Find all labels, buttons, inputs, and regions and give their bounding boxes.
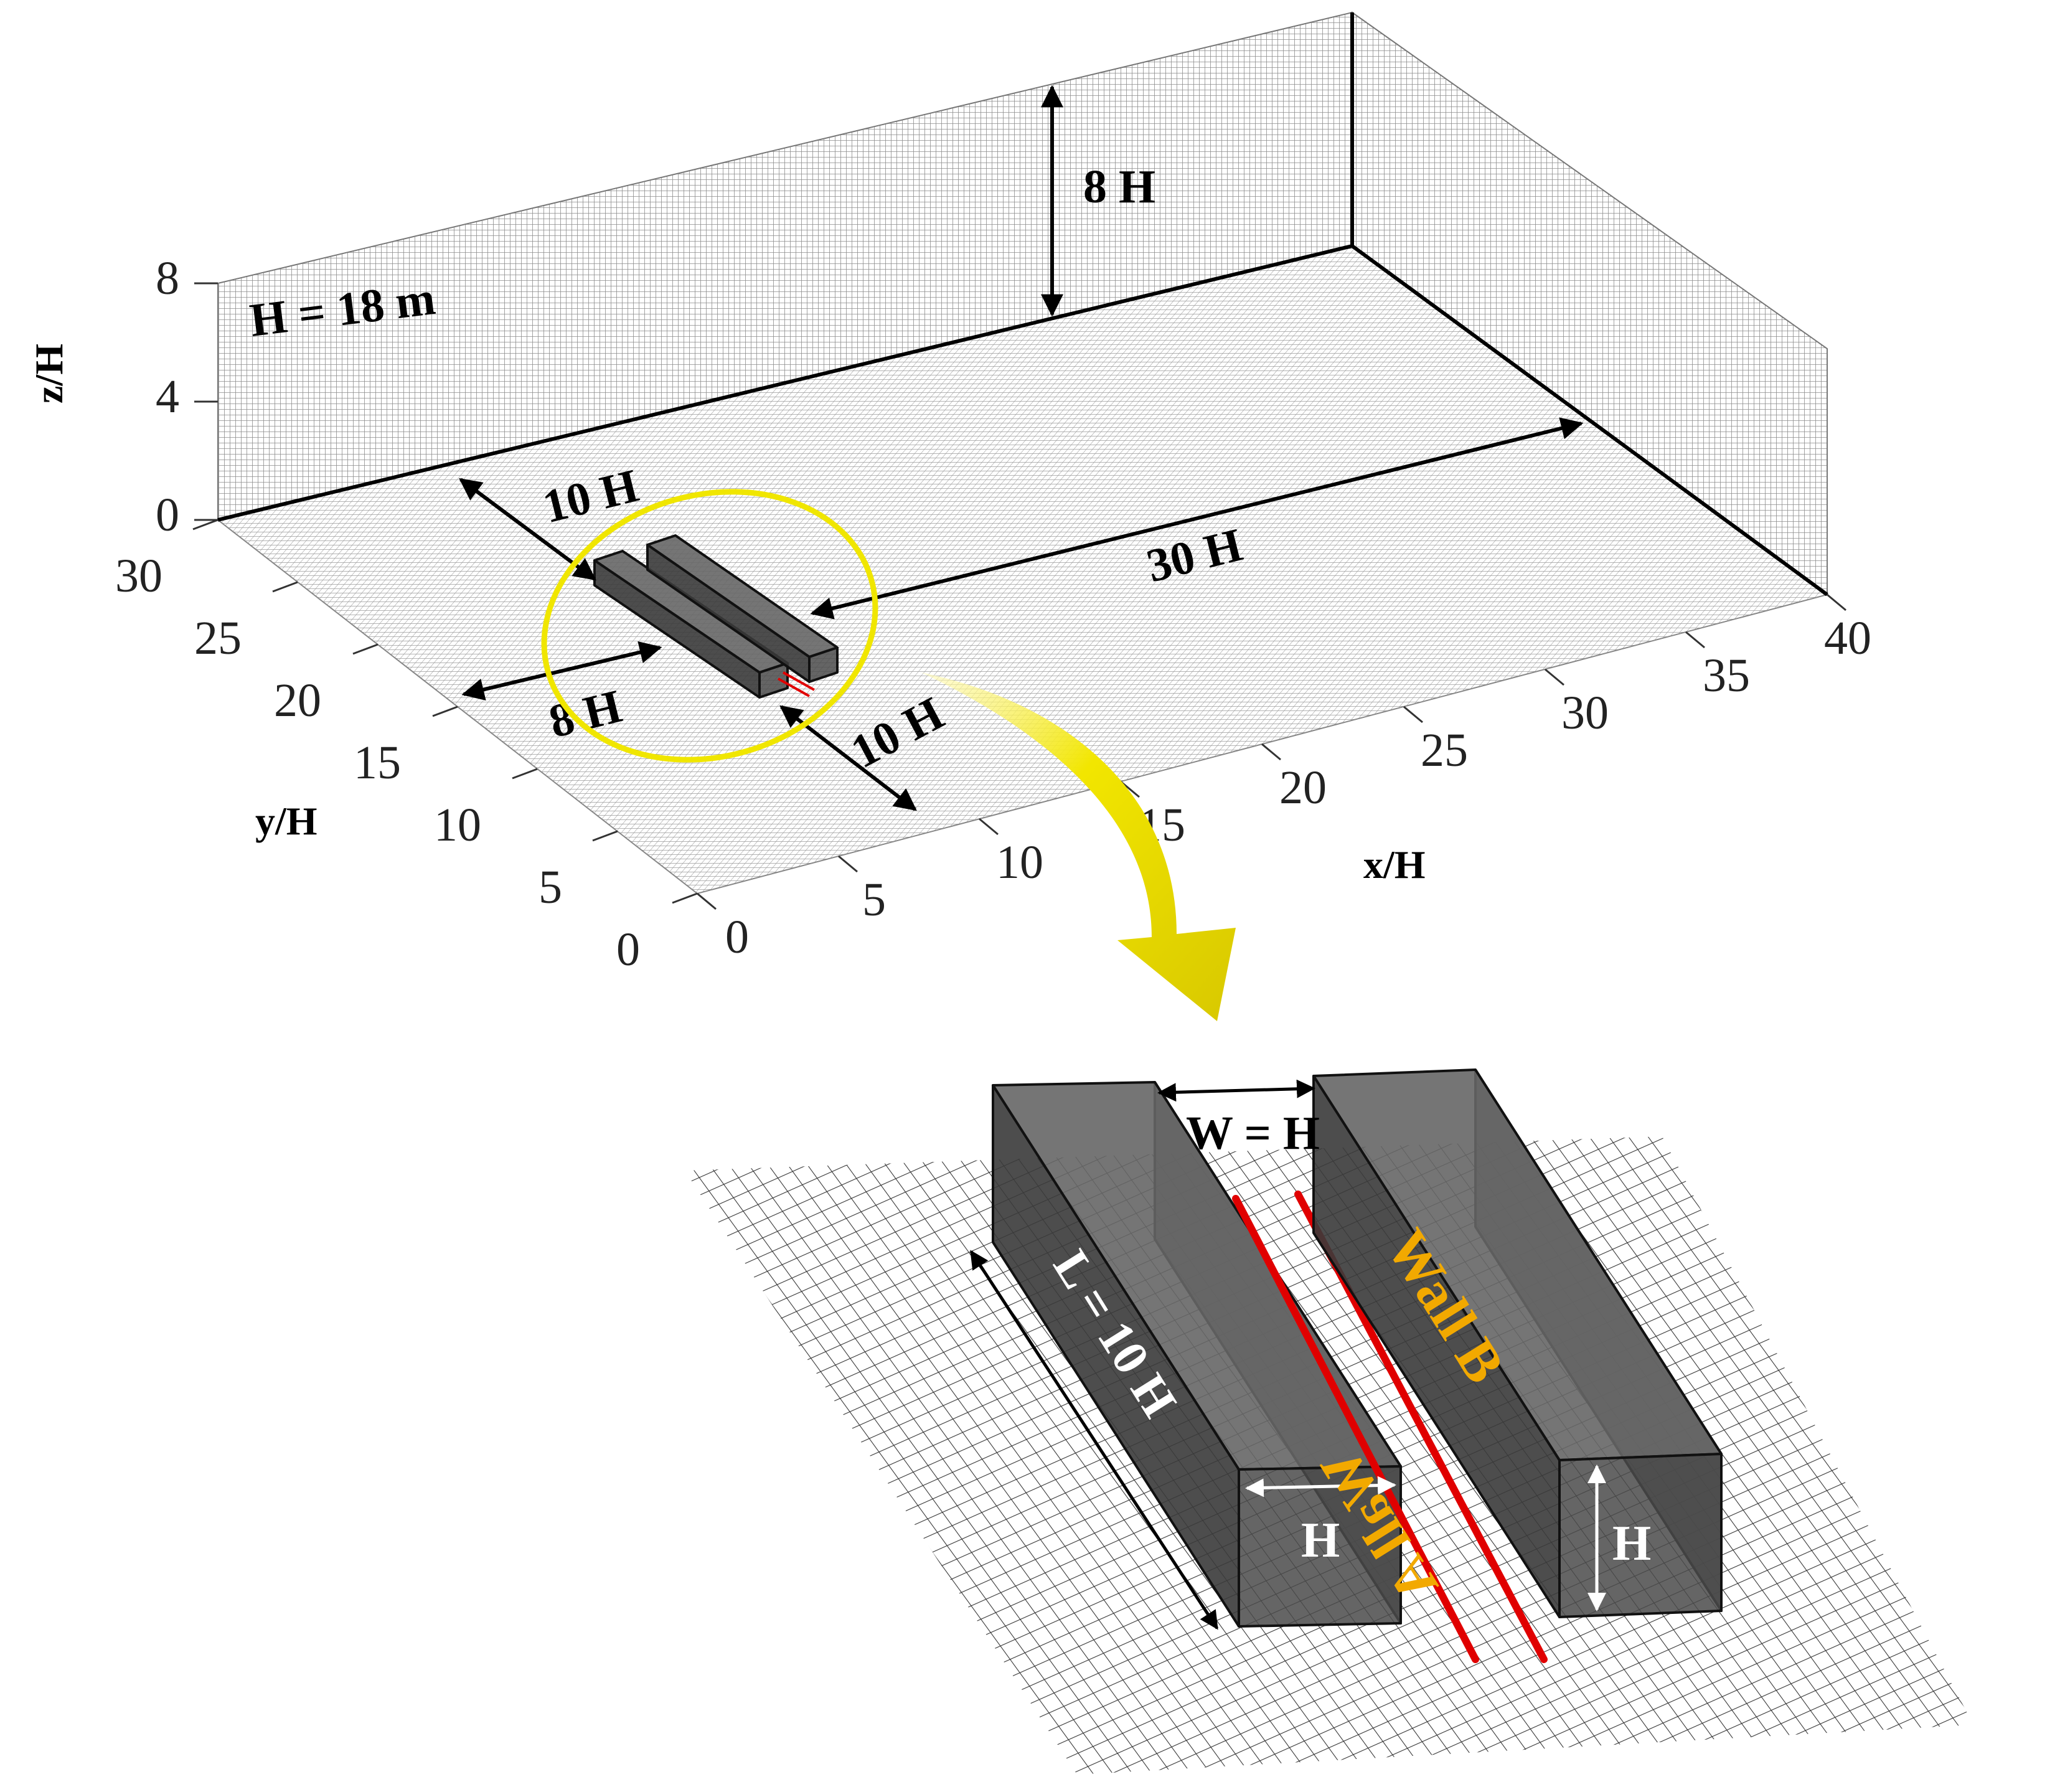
y-tick-30: 30 bbox=[115, 550, 162, 602]
y-tick-5: 5 bbox=[539, 861, 562, 913]
x-axis bbox=[697, 593, 1846, 910]
y-tick-0: 0 bbox=[616, 923, 640, 976]
y-axis bbox=[192, 519, 698, 904]
building-width-label: H bbox=[1301, 1513, 1340, 1568]
domain-line-source bbox=[778, 671, 815, 697]
x-tick-40: 40 bbox=[1824, 612, 1871, 664]
arrow-building-width bbox=[1245, 1476, 1396, 1497]
street-width-label: W = H bbox=[1186, 1107, 1320, 1159]
arrow-length bbox=[969, 1250, 1219, 1630]
x-tick-25: 25 bbox=[1421, 724, 1468, 776]
x-axis-label: x/H bbox=[1363, 842, 1426, 887]
arrow-lateral-left bbox=[461, 641, 662, 701]
x-tick-5: 5 bbox=[862, 874, 886, 926]
arrow-downstream bbox=[810, 417, 1584, 620]
building-height-label: H bbox=[1612, 1516, 1651, 1571]
y-tick-25: 25 bbox=[194, 612, 242, 664]
zoom-arrow bbox=[921, 672, 1236, 1021]
z-axis-label: z/H bbox=[27, 344, 71, 403]
z-tick-8: 8 bbox=[156, 252, 179, 304]
y-tick-20: 20 bbox=[274, 674, 321, 727]
building-a-front-face bbox=[1238, 1465, 1402, 1628]
arrow-street-width bbox=[1157, 1079, 1315, 1102]
computational-domain: 8 4 0 z/H 30 25 20 15 10 5 0 y/H bbox=[27, 11, 1871, 976]
z-axis bbox=[194, 282, 218, 521]
domain-building-b-front bbox=[808, 646, 839, 683]
x-tick-30: 30 bbox=[1561, 687, 1609, 739]
y-tick-15: 15 bbox=[354, 737, 401, 789]
x-tick-35: 35 bbox=[1703, 649, 1750, 702]
domain-building-a-front bbox=[758, 662, 789, 699]
x-tick-0: 0 bbox=[725, 911, 749, 963]
z-tick-4: 4 bbox=[156, 370, 179, 423]
y-tick-10: 10 bbox=[434, 799, 481, 851]
z-tick-0: 0 bbox=[156, 489, 179, 541]
x-tick-20: 20 bbox=[1279, 762, 1327, 814]
x-tick-10: 10 bbox=[996, 836, 1043, 889]
street-canyon-detail: W = H L = 10 H H H Wall A Wall B bbox=[685, 1068, 1973, 1775]
dim-height: 8 H bbox=[1083, 161, 1155, 213]
zoom-highlight-circle bbox=[541, 489, 878, 763]
domain-edges bbox=[217, 12, 1828, 597]
y-axis-label: y/H bbox=[255, 799, 317, 843]
